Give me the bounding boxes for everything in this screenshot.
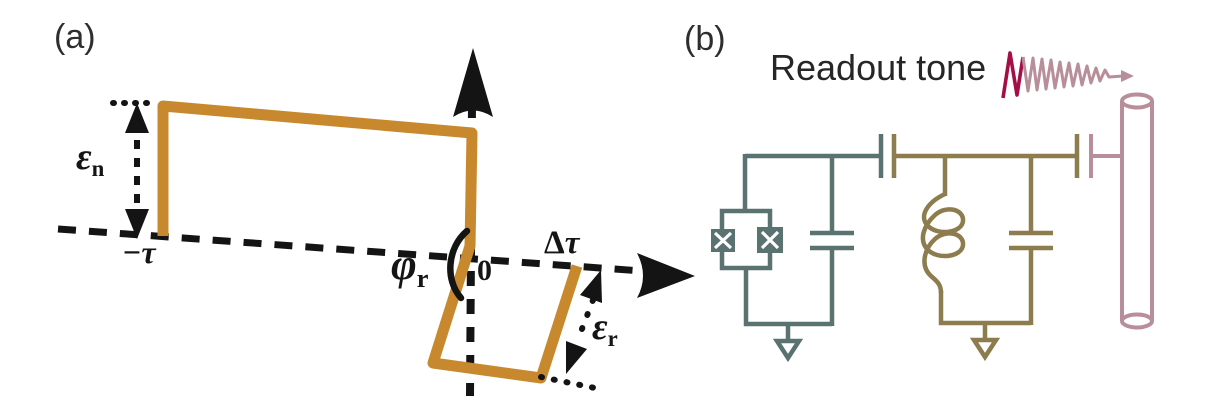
pulse-bottom-level-dotted-line — [538, 374, 598, 391]
readout-tone-wave — [1001, 51, 1134, 99]
eps-n-arrowhead-up-icon — [125, 103, 149, 133]
delta-symbol: Δ — [544, 225, 565, 261]
inductor-coil-icon — [920, 191, 966, 294]
tau-symbol: τ — [564, 225, 580, 261]
phi-r-angle-arc — [447, 227, 471, 302]
eps-n-label: εn — [76, 138, 104, 181]
tline-wires — [1089, 134, 1121, 178]
phi-r-label: φr — [391, 240, 429, 293]
eps-r-label: εr — [592, 308, 618, 351]
eps-n-arrowhead-down-icon — [125, 209, 149, 239]
eps-r-symbol: ε — [592, 306, 608, 348]
time-axis — [57, 225, 695, 298]
josephson-junction-right-cross — [760, 230, 780, 250]
time-axis-arrow-icon — [637, 253, 695, 298]
panel-a-label: (a) — [54, 18, 96, 56]
resonator-wires — [891, 134, 1080, 340]
origin-label: 0 — [477, 254, 492, 287]
qubit-ground-icon — [772, 338, 804, 363]
resonator-circuit — [891, 134, 1080, 362]
transmission-line — [1089, 92, 1154, 330]
resonator-ground-icon — [969, 337, 1001, 362]
time-axis-line — [57, 225, 643, 275]
tone-wave-start — [1001, 51, 1025, 99]
amplitude-axis-arrow-icon — [453, 48, 493, 117]
panel-b-label: (b) — [684, 20, 726, 58]
minus-tau-label: −τ — [122, 234, 156, 270]
eps-r-measure — [538, 270, 602, 391]
qubit-wires — [742, 134, 884, 341]
josephson-junction-left-cross — [713, 231, 733, 250]
eps-n-measure — [110, 100, 159, 239]
readout-tone-label: Readout tone — [770, 47, 987, 88]
coax-top-ellipse — [1120, 92, 1154, 110]
eps-r-arrowhead-up-icon — [580, 270, 602, 303]
eps-n-symbol: ε — [76, 136, 92, 178]
tone-wave-tail — [1021, 56, 1124, 93]
phi-subscript: r — [416, 262, 429, 293]
eps-r-arrow-dots — [574, 297, 596, 345]
phi-symbol: φ — [391, 240, 417, 289]
coax-bottom-ellipse — [1120, 312, 1154, 330]
eps-r-arrowhead-down-icon — [566, 341, 587, 374]
eps-n-subscript: n — [91, 155, 105, 181]
delta-tau-label: Δτ — [544, 227, 579, 260]
tone-arrowhead-icon — [1121, 70, 1134, 82]
qubit-circuit — [711, 134, 884, 363]
eps-r-subscript: r — [607, 325, 618, 351]
